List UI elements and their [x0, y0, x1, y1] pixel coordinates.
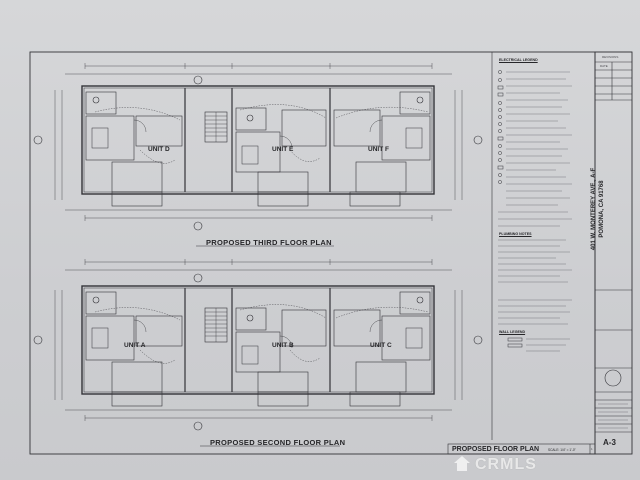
- sheet-number: A-3: [603, 438, 616, 447]
- second-floor-plan-title: PROPOSED SECOND FLOOR PLAN: [210, 438, 346, 447]
- unit-label: UNIT C: [370, 342, 392, 349]
- revisions-label: REVISIONS: [602, 55, 619, 59]
- scale-note: SCALE: 1/4" = 1'-0": [548, 448, 576, 452]
- unit-label: UNIT A: [124, 342, 146, 349]
- unit-label: UNIT F: [368, 146, 389, 153]
- third-floor-plan-title: PROPOSED THIRD FLOOR PLAN: [206, 238, 332, 247]
- date-label: DATE: [600, 64, 608, 68]
- page-number: 1: [591, 447, 593, 451]
- unit-label: UNIT B: [272, 342, 294, 349]
- plumbing-notes-heading: PLUMBING NOTES: [499, 232, 532, 236]
- watermark-text: CRMLS: [475, 456, 537, 473]
- address-line-1: 401 W. MONTEREY AVE., A-F: [591, 167, 597, 251]
- address-line-2: POMONA, CA 91768: [599, 180, 605, 238]
- project-address: 401 W. MONTEREY AVE., A-F POMONA, CA 917…: [588, 150, 612, 270]
- unit-label: UNIT E: [272, 146, 294, 153]
- crmls-logo-icon: [454, 456, 470, 471]
- sheet-title: PROPOSED FLOOR PLAN: [452, 446, 540, 453]
- electrical-legend-heading: ELECTRICAL LEGEND: [499, 58, 538, 62]
- wall-legend-heading: WALL LEGEND: [499, 330, 526, 334]
- unit-label: UNIT D: [148, 146, 170, 153]
